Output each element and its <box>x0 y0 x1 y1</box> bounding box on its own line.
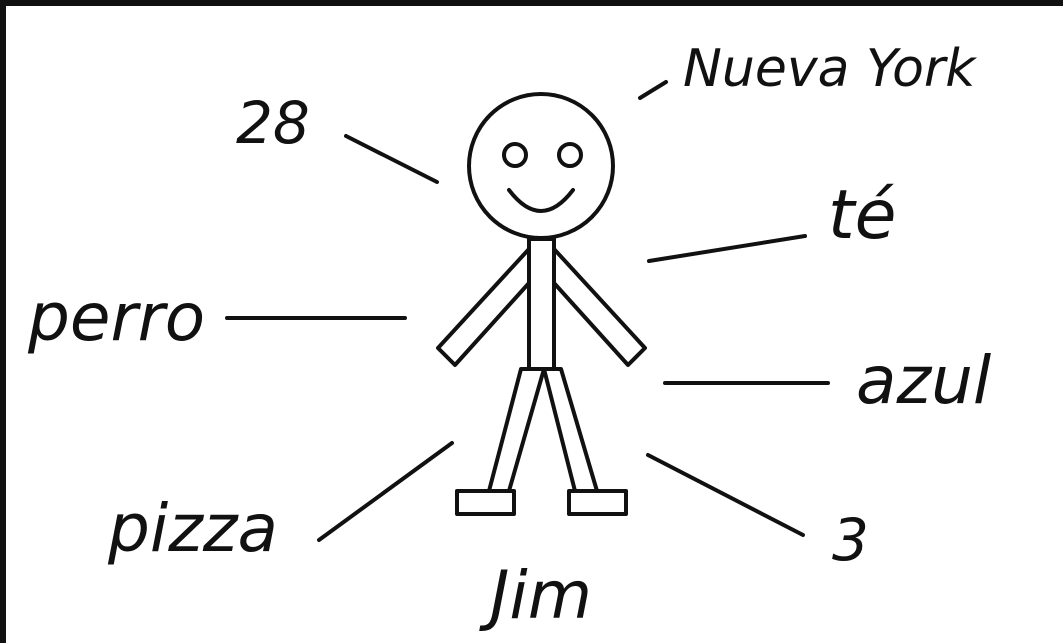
left-arm <box>436 247 531 367</box>
connector-age <box>344 134 439 184</box>
right-leg <box>542 367 599 493</box>
label-number: 3 <box>832 506 869 574</box>
head <box>467 92 615 240</box>
label-name: Jim <box>479 557 592 634</box>
stick-figure <box>436 92 647 516</box>
left-eye <box>502 142 528 168</box>
right-arm <box>552 247 647 367</box>
smile <box>507 188 575 213</box>
left-foot <box>455 489 516 516</box>
right-eye <box>557 142 583 168</box>
label-drink: té <box>828 176 897 255</box>
torso <box>527 237 556 371</box>
connector-drink <box>647 234 807 263</box>
connector-food <box>317 441 454 542</box>
connector-city <box>638 80 668 100</box>
label-age: 28 <box>236 89 310 157</box>
label-city: Nueva York <box>683 39 977 99</box>
left-leg <box>487 367 546 493</box>
label-color: azul <box>856 342 992 419</box>
right-foot <box>567 489 628 516</box>
connector-number <box>646 453 805 537</box>
connector-lines <box>225 80 830 542</box>
label-pet: perro <box>27 279 205 356</box>
label-food: pizza <box>107 490 278 567</box>
